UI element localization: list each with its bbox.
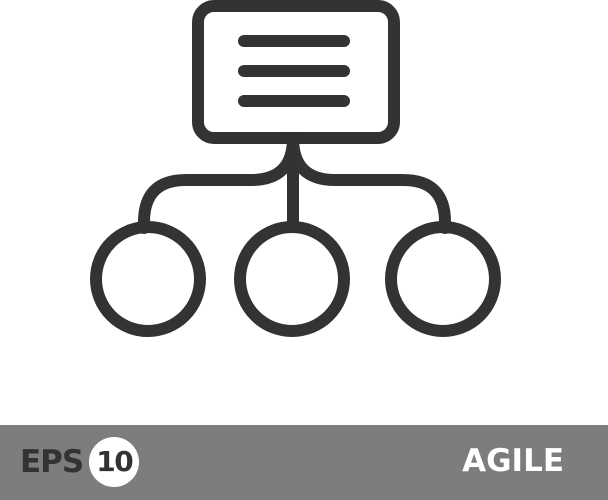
version-number: 10 xyxy=(96,445,133,478)
icon-canvas xyxy=(90,0,501,337)
child-node-center xyxy=(234,221,350,337)
connector-left xyxy=(138,132,299,234)
footer-title: AGILE xyxy=(462,443,564,479)
connector-right xyxy=(287,132,451,234)
child-node-right xyxy=(385,221,501,337)
child-node-left xyxy=(90,221,206,337)
version-badge: 10 xyxy=(89,437,140,487)
footer-bar: EPS 10 AGILE xyxy=(0,425,608,500)
eps-format-group: EPS 10 xyxy=(20,437,140,487)
format-label: EPS xyxy=(20,443,84,480)
hierarchy-diagram-icon xyxy=(90,0,501,337)
